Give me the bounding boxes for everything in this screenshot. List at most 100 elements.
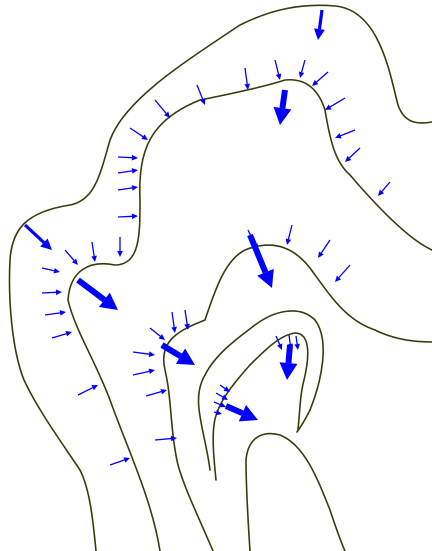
arrow-small (378, 182, 390, 196)
arrow-head (91, 256, 97, 262)
arrow-medium (25, 225, 52, 250)
arrow-shaft (216, 393, 223, 397)
arrow-shaft (341, 130, 355, 136)
arrow-shaft (150, 328, 160, 336)
arrow-small (118, 168, 138, 174)
arrow-small (91, 242, 97, 262)
arrow-shaft (288, 345, 290, 363)
arrow-small (171, 312, 177, 333)
arrow-shaft (118, 188, 132, 190)
arrow-small (318, 240, 330, 258)
arrow-head (223, 386, 230, 392)
arrow-small (214, 402, 226, 407)
arrow-head (123, 457, 130, 462)
arrow-small (118, 185, 138, 191)
arrow-shaft (302, 60, 305, 72)
arrow-shaft (330, 98, 345, 107)
arrow-shaft (317, 72, 328, 82)
arrow-head (54, 268, 60, 273)
arrow-shaft (220, 385, 225, 389)
arrow-shaft (118, 157, 132, 158)
arrow-shaft (133, 371, 149, 375)
contour-third (164, 245, 432, 551)
arrow-shaft (52, 334, 66, 338)
arrow-shaft (65, 250, 74, 260)
arrow-shaft (118, 216, 132, 217)
arrow-head (56, 290, 62, 296)
arrow-head (294, 344, 300, 350)
arrow-shaft (214, 402, 220, 405)
arrow-small (345, 148, 360, 162)
arrow-small (42, 290, 62, 296)
arrow-shaft (92, 242, 94, 256)
arrow-shaft (275, 60, 279, 74)
arrow-shaft (155, 439, 171, 440)
arrow-small (118, 214, 138, 220)
arrow-small (244, 68, 250, 90)
arrow-shaft (78, 388, 93, 395)
arrow-head (160, 389, 167, 394)
arrow-shaft (197, 85, 203, 99)
arrow-shaft (133, 352, 149, 354)
arrow-head (117, 251, 123, 257)
arrow-small (286, 225, 292, 245)
arrow-shaft (110, 460, 124, 465)
arrow-small (150, 328, 165, 340)
arrow-head (314, 28, 325, 40)
arrow-small (312, 72, 328, 86)
arrow-head (279, 362, 297, 380)
arrow-shaft (45, 313, 60, 315)
arrow-head (132, 168, 138, 174)
arrow-shaft (118, 171, 132, 173)
arrow-small (133, 351, 155, 357)
arrow-shaft (172, 312, 174, 327)
arrow-shaft (226, 406, 242, 413)
arrow-head (141, 134, 148, 140)
arrow-shaft (25, 225, 44, 243)
arrow-small (220, 385, 230, 392)
arrow-shaft (289, 335, 290, 344)
arrow-large (226, 405, 258, 421)
arrow-small (78, 385, 98, 395)
arrow-head (65, 331, 72, 336)
arrow-large (78, 280, 118, 310)
arrow-small (325, 98, 345, 110)
arrow-shaft (250, 235, 265, 272)
vector-arrows (25, 10, 390, 465)
arrow-shaft (349, 148, 360, 158)
arrow-shaft (185, 310, 187, 324)
arrow-head (299, 71, 304, 78)
arrow-large (162, 345, 195, 365)
arrow-small (52, 331, 72, 338)
arrow-large (250, 235, 274, 288)
arrow-head (216, 410, 222, 415)
arrow-head (132, 214, 138, 220)
arrow-shaft (296, 336, 297, 344)
arrow-shaft (282, 90, 285, 108)
arrow-shaft (319, 10, 322, 29)
arrow-small (294, 336, 300, 350)
arrow-large (279, 345, 297, 380)
arrow-small (65, 250, 78, 265)
arrow-shaft (146, 392, 161, 396)
arrow-head (171, 327, 177, 333)
arrow-head (60, 310, 66, 316)
contour-sixth (246, 434, 345, 551)
contour-fourth (199, 311, 324, 470)
arrow-small (45, 310, 66, 316)
arrow-shaft (321, 240, 330, 253)
arrow-small (146, 389, 167, 396)
arrow-medium (314, 10, 325, 40)
contour-second (68, 80, 432, 551)
arrow-shaft (130, 128, 143, 137)
arrow-small (299, 60, 305, 78)
arrow-head (276, 74, 281, 80)
arrow-shaft (155, 100, 166, 113)
arrow-large (273, 90, 291, 125)
arrow-small (118, 155, 138, 161)
arrow-small (155, 100, 170, 118)
arrow-small (117, 237, 123, 257)
arrow-head (149, 351, 155, 357)
arrow-small (133, 369, 155, 375)
arrow-small (335, 265, 350, 282)
